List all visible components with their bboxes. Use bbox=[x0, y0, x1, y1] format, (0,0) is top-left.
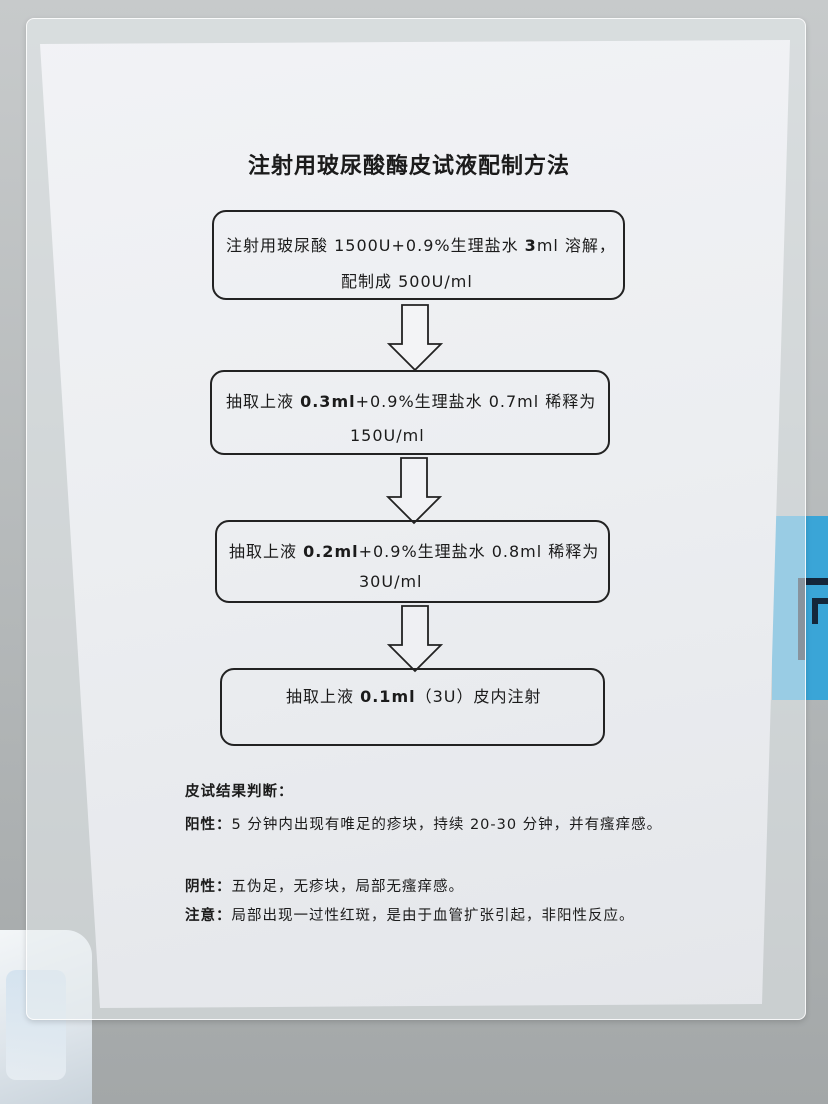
step-3-text-end: +0.9%生理盐水 0.8ml 稀释为 bbox=[358, 542, 600, 561]
down-arrow-icon bbox=[386, 457, 442, 525]
result-positive: 阳性：5 分钟内出现有唯足的疹块，持续 20-30 分钟，并有瘙痒感。 bbox=[185, 809, 663, 841]
step-box-3: 抽取上液 0.2ml+0.9%生理盐水 0.8ml 稀释为 30U/ml bbox=[215, 520, 610, 603]
step-3-text: 抽取上液 bbox=[229, 542, 304, 561]
step-2-line-1: 抽取上液 0.3ml+0.9%生理盐水 0.7ml 稀释为 bbox=[226, 388, 596, 412]
step-box-4: 抽取上液 0.1ml（3U）皮内注射 bbox=[220, 668, 605, 746]
results-heading: 皮试结果判断： bbox=[185, 784, 294, 800]
step-2-text-end: +0.9%生理盐水 0.7ml 稀释为 bbox=[355, 392, 597, 411]
step-4-line-1: 抽取上液 0.1ml（3U）皮内注射 bbox=[286, 683, 542, 707]
step-4-amount: 0.1ml bbox=[360, 687, 416, 706]
step-3-line-2: 30U/ml bbox=[359, 572, 423, 591]
down-arrow-icon bbox=[387, 605, 443, 673]
step-1-line-2: 配制成 500U/ml bbox=[341, 272, 473, 291]
result-negative: 阴性：五伪足，无疹块，局部无瘙痒感。 bbox=[185, 871, 464, 903]
result-negative-label: 阴性： bbox=[185, 879, 232, 895]
result-note-text: 局部出现一过性红斑，是由于血管扩张引起，非阳性反应。 bbox=[231, 908, 635, 924]
result-note-label: 注意： bbox=[185, 908, 232, 924]
step-box-1: 注射用玻尿酸 1500U+0.9%生理盐水 3ml 溶解， 配制成 500U/m… bbox=[212, 210, 625, 300]
step-4-text: 抽取上液 bbox=[286, 687, 361, 706]
step-2-line-2: 150U/ml bbox=[350, 426, 425, 445]
step-3-line-1: 抽取上液 0.2ml+0.9%生理盐水 0.8ml 稀释为 bbox=[229, 538, 599, 562]
sign-glyph-stroke bbox=[798, 578, 828, 585]
result-positive-label: 阳性： bbox=[185, 817, 232, 833]
sign-glyph-stroke bbox=[812, 598, 828, 604]
step-2-text: 抽取上液 bbox=[226, 392, 301, 411]
result-note: 注意：局部出现一过性红斑，是由于血管扩张引起，非阳性反应。 bbox=[185, 900, 635, 932]
step-3-amount: 0.2ml bbox=[303, 542, 359, 561]
step-1-amount: 3 bbox=[524, 236, 537, 255]
down-arrow-icon bbox=[387, 304, 443, 372]
step-1-text-end: ml 溶解， bbox=[536, 236, 616, 255]
step-4-text-end: （3U）皮内注射 bbox=[415, 687, 542, 706]
step-1-text: 注射用玻尿酸 1500U+0.9%生理盐水 bbox=[226, 236, 525, 255]
page-title: 注射用玻尿酸酶皮试液配制方法 bbox=[248, 154, 571, 179]
step-box-2: 抽取上液 0.3ml+0.9%生理盐水 0.7ml 稀释为 150U/ml bbox=[210, 370, 610, 455]
sign-glyph-stroke bbox=[812, 598, 818, 624]
step-2-amount: 0.3ml bbox=[300, 392, 356, 411]
result-positive-text: 5 分钟内出现有唯足的疹块，持续 20-30 分钟，并有瘙痒感。 bbox=[231, 817, 663, 833]
step-1-line-1: 注射用玻尿酸 1500U+0.9%生理盐水 3ml 溶解， bbox=[226, 232, 616, 256]
result-negative-text: 五伪足，无疹块，局部无瘙痒感。 bbox=[231, 879, 464, 895]
